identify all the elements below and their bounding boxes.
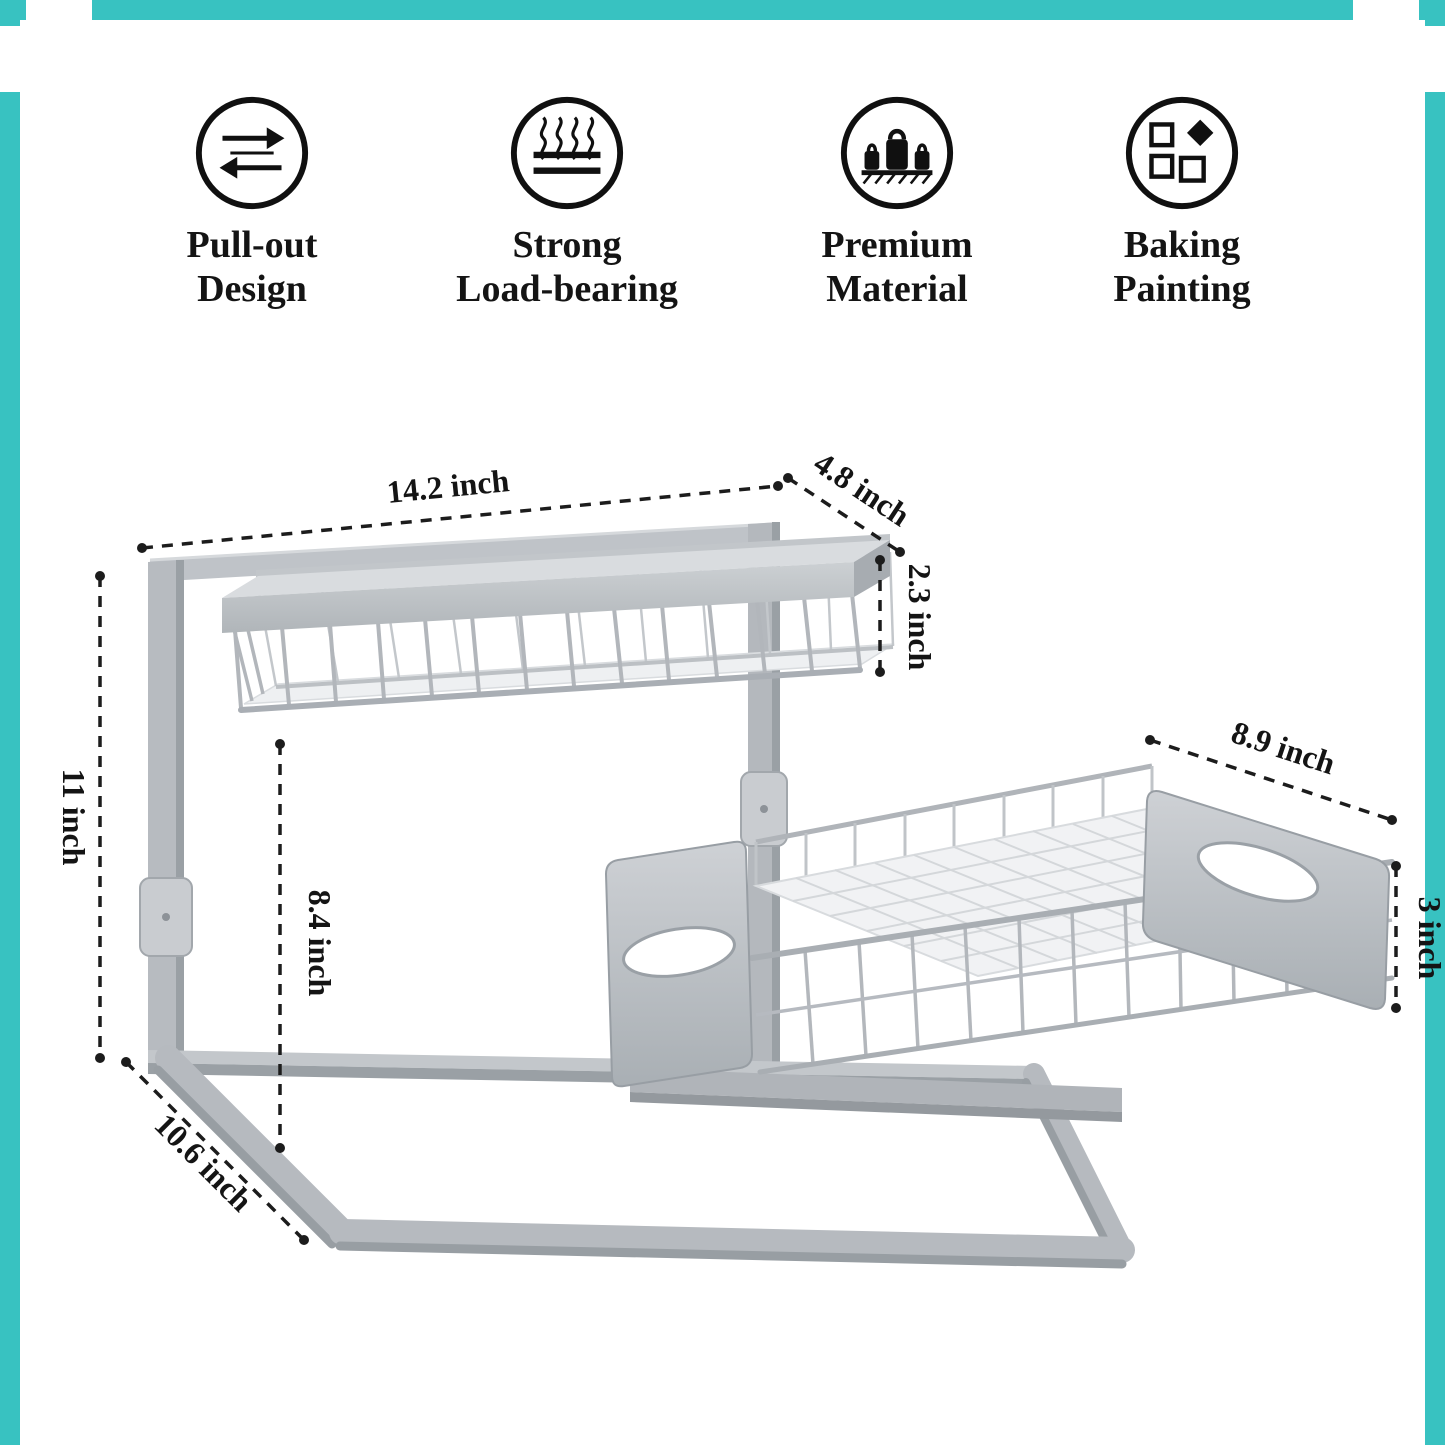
feature-label-line1: Pull-out	[186, 224, 318, 266]
feature-baking-painting: Baking Painting	[1012, 92, 1352, 311]
frame-notch-right	[1425, 26, 1445, 92]
dimension-label-top-width: 14.2 inch	[385, 462, 511, 510]
feature-label: Strong Load-bearing	[456, 224, 678, 311]
feature-label-line2: Material	[826, 267, 968, 310]
top-basket-rail-front	[222, 562, 854, 633]
pull-out-icon	[195, 96, 309, 210]
dimension-label-bottom-basket-height: 3 inch	[1412, 897, 1445, 980]
left-drawer-handle-cutout	[622, 926, 736, 978]
feature-label: Premium Material	[821, 224, 972, 311]
frame-notch-left	[0, 26, 20, 92]
feature-label: Baking Painting	[1113, 224, 1250, 311]
top-basket-rail-end	[854, 540, 890, 597]
feature-label-line2: Painting	[1113, 267, 1251, 310]
frame-accent-right	[1425, 0, 1445, 1445]
top-basket-bottom-rail	[238, 667, 863, 713]
feature-label-line1: Baking	[1123, 224, 1241, 266]
feature-pull-out-design: Pull-out Design	[82, 92, 422, 311]
dimension-label-top-basket-height: 2.3 inch	[902, 564, 938, 671]
dimension-label-top-depth: 4.8 inch	[808, 444, 917, 533]
frame-notch-top-right	[1353, 0, 1419, 20]
feature-premium-material: Premium Material	[727, 92, 1067, 311]
drawer-front-bottom-rail	[757, 975, 1395, 1075]
feature-label-line1: Strong	[512, 224, 622, 266]
feature-label: Pull-out Design	[187, 224, 318, 311]
slide-rail	[630, 1068, 1122, 1122]
dimension-line-bottom-width	[1149, 738, 1393, 822]
baking-painting-icon	[1125, 96, 1239, 210]
top-basket-front-wires	[233, 593, 862, 709]
dimension-line-top-depth	[787, 476, 901, 554]
feature-strong-load-bearing: Strong Load-bearing	[397, 92, 737, 311]
feature-label-line2: Design	[197, 267, 307, 310]
frame-notch-top-left	[26, 0, 92, 20]
dimension-line-base-depth	[124, 1060, 306, 1242]
frame-accent-left	[0, 0, 20, 1445]
left-upright	[139, 560, 193, 1064]
dimension-endpoints	[95, 473, 1401, 1245]
right-drawer-handle-cutout	[1196, 841, 1320, 903]
feature-label-line1: Premium	[821, 224, 973, 266]
top-basket-rail-top	[222, 540, 890, 598]
feature-label-line2: Load-bearing	[456, 267, 678, 310]
top-basket	[222, 534, 895, 713]
premium-material-icon	[840, 96, 954, 210]
dimension-label-tier-clearance: 8.4 inch	[302, 890, 338, 997]
bottom-drawer	[604, 763, 1395, 1088]
dimension-label-bottom-width: 8.9 inch	[1227, 714, 1340, 782]
dimension-callouts	[98, 476, 1398, 1242]
frame-accent-top	[0, 0, 1445, 20]
load-bearing-icon	[510, 96, 624, 210]
dimension-line-top-width	[141, 484, 779, 550]
dimension-label-total-height: 11 inch	[56, 769, 92, 866]
